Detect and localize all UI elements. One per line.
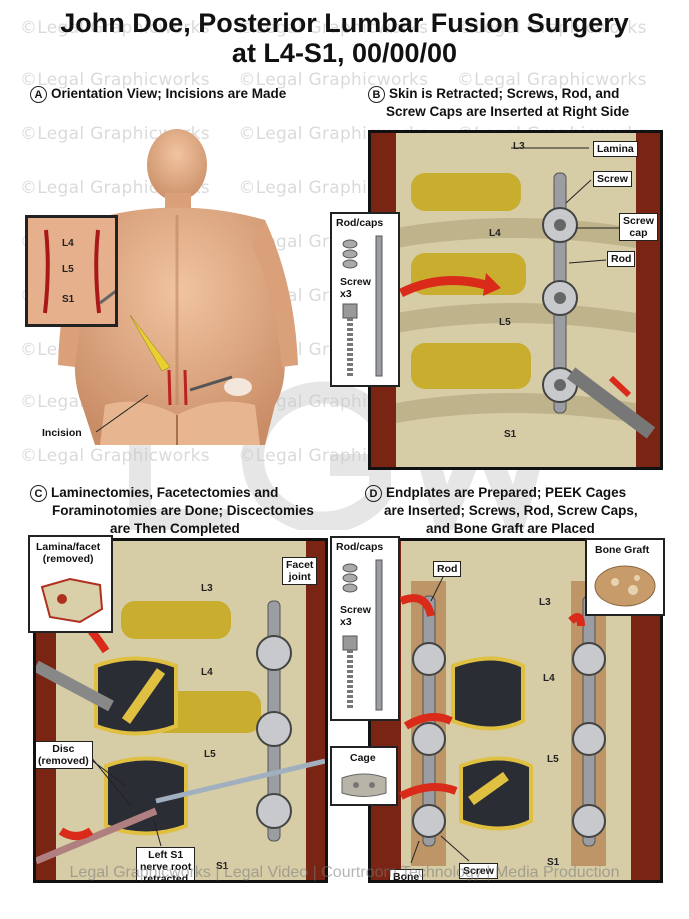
spine-view-b — [371, 133, 660, 467]
panel-c-badge: C — [30, 485, 47, 502]
level-l4: L4 — [489, 228, 501, 239]
inset-level-l4: L4 — [62, 238, 74, 249]
spine-view-d — [371, 541, 660, 880]
level-l4: L4 — [543, 673, 555, 684]
callout-disc-removed: Disc(removed) — [36, 741, 93, 769]
panel-c-heading-line3: are Then Completed — [110, 521, 240, 536]
inset-level-l5: L5 — [62, 264, 74, 275]
panel-d-heading-line2: are Inserted; Screws, Rod, Screw Caps, — [384, 503, 638, 518]
incision-label: Incision — [42, 427, 82, 439]
level-l5: L5 — [204, 749, 216, 760]
cage-inset: Cage — [330, 746, 398, 806]
spine-view-c — [36, 541, 325, 880]
level-l5: L5 — [547, 754, 559, 765]
inset-level-s1: S1 — [62, 294, 75, 305]
level-l4: L4 — [201, 667, 213, 678]
panel-c-heading-line2: Foraminotomies are Done; Discectomies — [52, 503, 314, 518]
panel-d-badge: D — [365, 485, 382, 502]
parts-rod-caps-label: Rod/caps — [336, 541, 384, 553]
panel-b-heading-line2: Screw Caps are Inserted at Right Side — [386, 104, 630, 119]
panel-d-heading-line3: and Bone Graft are Placed — [426, 521, 595, 536]
callout-screw: Screw — [593, 171, 632, 187]
level-s1: S1 — [547, 857, 560, 868]
level-s1: S1 — [216, 861, 229, 872]
incision-inset: L4 L5 S1 — [25, 215, 121, 327]
level-s1: S1 — [504, 429, 517, 440]
callout-rod: Rod — [607, 251, 636, 267]
page-title: John Doe, Posterior Lumbar Fusion Surger… — [60, 8, 629, 38]
page-subtitle: at L4-S1, 00/00/00 — [231, 38, 458, 68]
removed-bone-fragment — [40, 577, 104, 624]
bone-graft-icon — [594, 565, 656, 607]
callout-rod: Rod — [433, 561, 462, 577]
parts-illustration — [342, 235, 383, 377]
peek-cage-icon — [341, 773, 387, 797]
panel-b-badge: B — [368, 86, 385, 103]
parts-illustration — [342, 559, 383, 711]
cage-label: Cage — [350, 752, 376, 764]
callout-bone-graft: Bonegraft — [389, 869, 424, 880]
level-l5: L5 — [499, 317, 511, 328]
panel-a-badge: A — [30, 86, 47, 103]
bone-graft-inset: Bone Graft — [585, 538, 665, 616]
parts-rod-caps-label: Rod/caps — [336, 217, 384, 229]
panel-a-illustration: L4 L5 S1 Incision — [20, 105, 340, 465]
level-l3: L3 — [513, 141, 525, 152]
panel-d-illustration: L3 L4 L5 S1 Rod Screw Bonegraft — [368, 538, 663, 883]
footer-banner: Legal Graphicworks | Legal Video | Court… — [69, 864, 620, 881]
callout-lamina: Lamina — [593, 141, 638, 157]
level-l3: L3 — [539, 597, 551, 608]
bone-graft-label: Bone Graft — [595, 544, 650, 556]
lamina-facet-inset: Lamina/facet(removed) — [28, 535, 113, 633]
callout-screw: Screw — [459, 863, 498, 879]
lamina-facet-label: Lamina/facet(removed) — [36, 541, 101, 565]
level-l3: L3 — [201, 583, 213, 594]
